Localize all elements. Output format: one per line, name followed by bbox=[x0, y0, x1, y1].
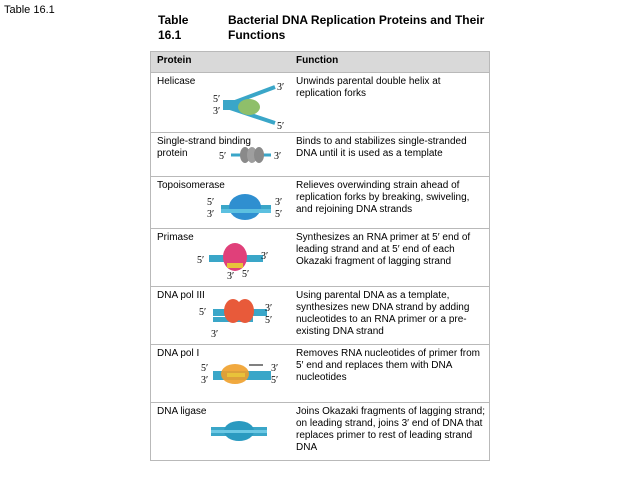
table-row: Topoisomerase Relieves overwinding strai… bbox=[151, 176, 489, 229]
table-row: DNA pol I Removes RNA nucleotides of pri… bbox=[151, 344, 489, 403]
strand-label: 5′ bbox=[275, 209, 282, 220]
table-number: Table 16.1 bbox=[158, 13, 189, 42]
protein-function: Removes RNA nucleotides of primer from 5… bbox=[296, 348, 480, 383]
strand-label: 5′ bbox=[207, 197, 214, 208]
protein-function: Joins Okazaki fragments of lagging stran… bbox=[296, 406, 485, 453]
protein-name: Primase bbox=[157, 232, 194, 243]
protein-name: DNA pol I bbox=[157, 348, 200, 359]
protein-function: Using parental DNA as a template, synthe… bbox=[296, 290, 470, 337]
strand-label: 5′ bbox=[197, 255, 204, 266]
dna-pol-i-illustration: 5′ 3′ 3′ 5′ bbox=[201, 363, 278, 386]
table-row: Single-strand binding protein Binds to a… bbox=[151, 132, 489, 177]
protein-name: DNA ligase bbox=[157, 406, 207, 417]
strand-label: 5′ bbox=[242, 269, 249, 280]
table-header: Protein Function bbox=[151, 52, 489, 72]
table-row: Helicase Unwinds parental double helix a… bbox=[151, 72, 489, 133]
table-row: Primase Synthesizes an RNA primer at 5′ … bbox=[151, 228, 489, 287]
protein-function: Unwinds parental double helix at replica… bbox=[296, 76, 441, 99]
protein-function: Relieves overwinding strain ahead of rep… bbox=[296, 180, 470, 215]
strand-label: 3′ bbox=[207, 209, 214, 220]
strand-label: 5′ bbox=[271, 375, 278, 386]
strand-label: 5′ bbox=[201, 363, 208, 374]
protein-table: Protein Function Helicase Unwinds parent… bbox=[150, 51, 490, 461]
table-row: DNA ligase Joins Okazaki fragments of la… bbox=[151, 402, 489, 461]
table-caption: Bacterial DNA Replication Proteins and T… bbox=[228, 13, 485, 42]
strand-label: 3′ bbox=[201, 375, 208, 386]
strand-label: 3′ bbox=[265, 303, 272, 314]
strand-label: 5′ bbox=[213, 94, 220, 105]
strand-label: 3′ bbox=[274, 151, 281, 162]
protein-name: Single-strand binding protein bbox=[157, 136, 251, 159]
col-header-function: Function bbox=[296, 55, 339, 66]
strand-label: 3′ bbox=[213, 106, 220, 117]
strand-label: 3′ bbox=[275, 197, 282, 208]
strand-label: 3′ bbox=[271, 363, 278, 374]
helicase-illustration: 5′ 3′ 3′ 5′ bbox=[213, 82, 284, 131]
protein-name: Helicase bbox=[157, 76, 196, 87]
protein-function: Binds to and stabilizes single-stranded … bbox=[296, 136, 467, 159]
ssb-illustration: 5′ 3′ bbox=[219, 147, 281, 163]
strand-label: 3′ bbox=[261, 251, 268, 262]
primase-illustration: 5′ 3′ 3′ 5′ bbox=[197, 243, 268, 282]
strand-label: 5′ bbox=[219, 151, 226, 162]
strand-label: 3′ bbox=[211, 329, 218, 340]
strand-label: 3′ bbox=[227, 271, 234, 282]
strand-label: 3′ bbox=[277, 82, 284, 93]
protein-function: Synthesizes an RNA primer at 5′ end of l… bbox=[296, 232, 471, 267]
topoisomerase-illustration: 5′ 3′ 3′ 5′ bbox=[207, 194, 282, 220]
protein-name: DNA pol III bbox=[157, 290, 205, 301]
protein-name: Topoisomerase bbox=[157, 180, 225, 191]
dna-ligase-illustration bbox=[211, 421, 267, 441]
slide-label: Table 16.1 bbox=[4, 4, 55, 16]
strand-label: 5′ bbox=[199, 307, 206, 318]
strand-label: 5′ bbox=[277, 121, 284, 131]
strand-label: 5′ bbox=[265, 315, 272, 326]
dna-pol-iii-illustration: 5′ 3′ 5′ 3′ bbox=[199, 299, 272, 340]
table-row: DNA pol III Using parental DNA as a temp… bbox=[151, 286, 489, 345]
col-header-protein: Protein bbox=[157, 55, 192, 66]
